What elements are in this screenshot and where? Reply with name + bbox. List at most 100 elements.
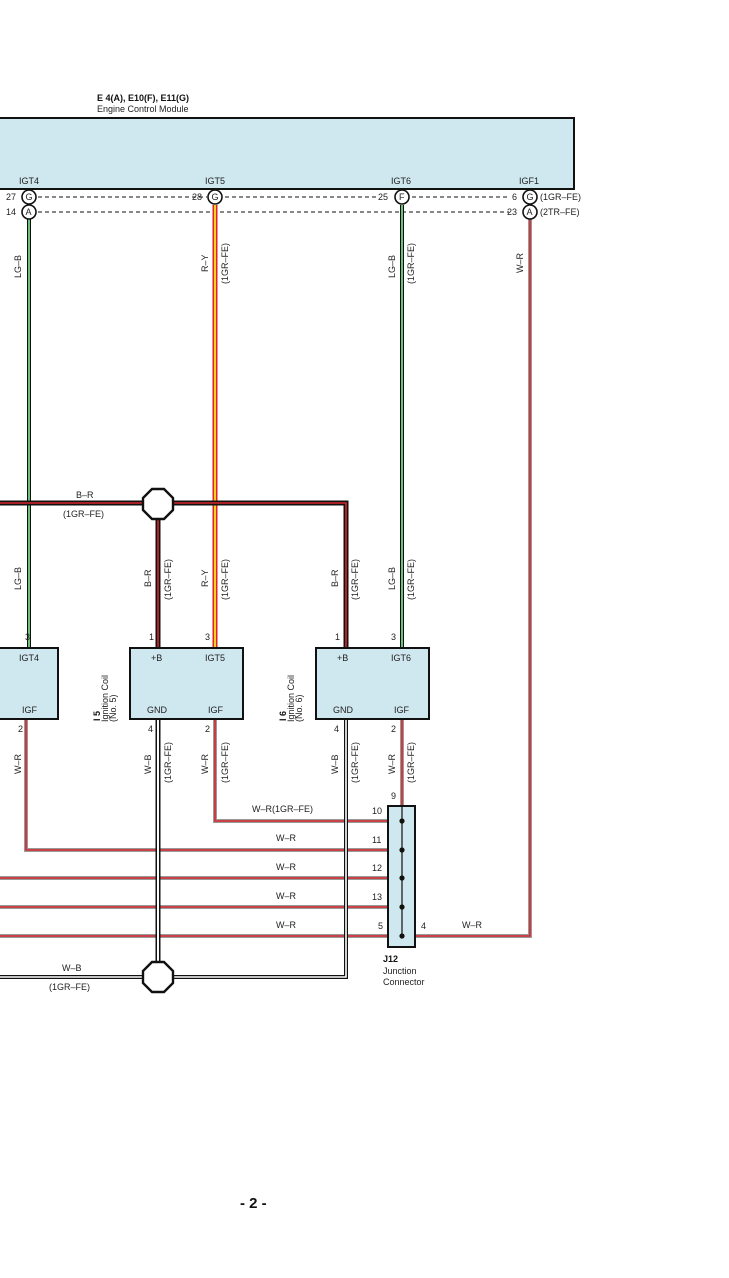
ecm-pin-circle: G <box>21 189 37 205</box>
pin-number: 4 <box>148 724 153 734</box>
coil-5-name: Ignition Coil <box>100 675 110 722</box>
junction-id: J12 <box>383 954 398 964</box>
ecm-pin-circle: G <box>207 189 223 205</box>
pin-number: 3 <box>25 632 30 642</box>
wire-label: LG–B <box>387 567 397 590</box>
wire-label: W–B <box>62 963 82 973</box>
wire-label: W–B <box>143 754 153 774</box>
svg-text:A: A <box>26 207 32 217</box>
wire-label: W–R(1GR–FE) <box>252 804 313 814</box>
svg-text:A: A <box>527 207 533 217</box>
coil-terminal-label: IGF <box>22 705 38 715</box>
coil-terminal-label: GND <box>333 705 354 715</box>
ecm-box <box>0 117 575 190</box>
junction-node <box>399 904 405 910</box>
ecm-signal-igt5: IGT5 <box>205 176 225 186</box>
wire-label: (1GR–FE) <box>406 559 416 600</box>
ecm-pin-circle: A <box>522 204 538 220</box>
junction-pin: 4 <box>421 921 426 931</box>
pin-number: 1 <box>335 632 340 642</box>
junction-name-line2: Connector <box>383 977 425 987</box>
pin-number: 27 <box>6 192 16 202</box>
ignition-coil-5-box <box>129 647 244 720</box>
coil-6-number: (No. 6) <box>294 694 304 722</box>
svg-text:G: G <box>26 192 33 202</box>
variant-label: (2TR–FE) <box>540 207 580 217</box>
wire-label: (1GR–FE) <box>406 742 416 783</box>
wire-label: B–R <box>143 569 153 587</box>
junction-node <box>399 818 405 824</box>
coil-terminal-label: +B <box>151 653 162 663</box>
coil-terminal-label: GND <box>147 705 168 715</box>
wire-label: (1GR–FE) <box>220 742 230 783</box>
wire-label: (1GR–FE) <box>49 982 90 992</box>
pin-number: 2 <box>391 724 396 734</box>
wire-label: W–R <box>515 253 525 274</box>
wire-label: W–R <box>13 754 23 775</box>
wire-label: (1GR–FE) <box>163 742 173 783</box>
coil-6-name: Ignition Coil <box>286 675 296 722</box>
wire-label: W–B <box>330 754 340 774</box>
junction-name-line1: Junction <box>383 966 417 976</box>
pin-number: 4 <box>334 724 339 734</box>
wire-label: W–R <box>462 920 483 930</box>
coil-terminal-label: IGF <box>394 705 410 715</box>
junction-pin: 10 <box>372 806 382 816</box>
coil-terminal-label: IGF <box>208 705 224 715</box>
wire-label: (1GR–FE) <box>406 243 416 284</box>
wire-wr-coil5-igf <box>213 720 388 823</box>
wire-label: LG–B <box>13 567 23 590</box>
ecm-title: Engine Control Module <box>97 104 189 114</box>
wire-label: (1GR–FE) <box>350 559 360 600</box>
wire-label: R–Y <box>200 254 210 272</box>
wire-label: W–R <box>276 862 297 872</box>
coil-6-id: I 6 <box>278 711 288 721</box>
coil-terminal-label: IGT6 <box>391 653 411 663</box>
pin-number: 28 <box>192 192 202 202</box>
pin-number: 14 <box>6 207 16 217</box>
svg-text:G: G <box>212 192 219 202</box>
splice-point-bottom <box>141 960 175 994</box>
junction-node <box>399 875 405 881</box>
coil-5-number: (No. 5) <box>108 694 118 722</box>
wire-label: W–R <box>387 754 397 775</box>
svg-text:G: G <box>527 192 534 202</box>
ecm-signal-igf1: IGF1 <box>519 176 539 186</box>
ecm-signal-igt4: IGT4 <box>19 176 39 186</box>
coil-terminal-label: IGT4 <box>19 653 39 663</box>
wire-label: LG–B <box>387 255 397 278</box>
splice-point-top <box>141 487 175 521</box>
ignition-coil-4-box <box>0 647 59 720</box>
pin-number: 6 <box>512 192 517 202</box>
ecm-pin-circle: A <box>21 204 37 220</box>
wire-label: (1GR–FE) <box>350 742 360 783</box>
wire-label: W–R <box>276 920 297 930</box>
pin-number: 23 <box>507 207 517 217</box>
wire-wb-ground <box>0 720 348 979</box>
wire-label: B–R <box>330 569 340 587</box>
junction-pin: 5 <box>378 921 383 931</box>
ecm-pin-circle: F <box>394 189 410 205</box>
wire-wr-igf1 <box>416 205 532 938</box>
wire-label: R–Y <box>200 569 210 587</box>
wire-wr-coil4-igf <box>24 720 388 852</box>
ecm-connector-ids: E 4(A), E10(F), E11(G) <box>97 93 189 103</box>
junction-node <box>399 847 405 853</box>
wire-label: W–R <box>200 754 210 775</box>
coil-terminal-label: IGT5 <box>205 653 225 663</box>
page-number: - 2 - <box>240 1195 267 1212</box>
wire-label: W–R <box>276 891 297 901</box>
pin-number: 2 <box>18 724 23 734</box>
wire-label: (1GR–FE) <box>220 559 230 600</box>
coil-terminal-label: +B <box>337 653 348 663</box>
ignition-coil-6-box <box>315 647 430 720</box>
wire-br-bus <box>0 500 349 647</box>
wire-label: W–R <box>276 833 297 843</box>
ecm-signal-igt6: IGT6 <box>391 176 411 186</box>
ecm-pin-circle: G <box>522 189 538 205</box>
junction-pin: 9 <box>391 791 396 801</box>
variant-label: (1GR–FE) <box>540 192 581 202</box>
wire-label: LG–B <box>13 255 23 278</box>
junction-pin: 12 <box>372 863 382 873</box>
